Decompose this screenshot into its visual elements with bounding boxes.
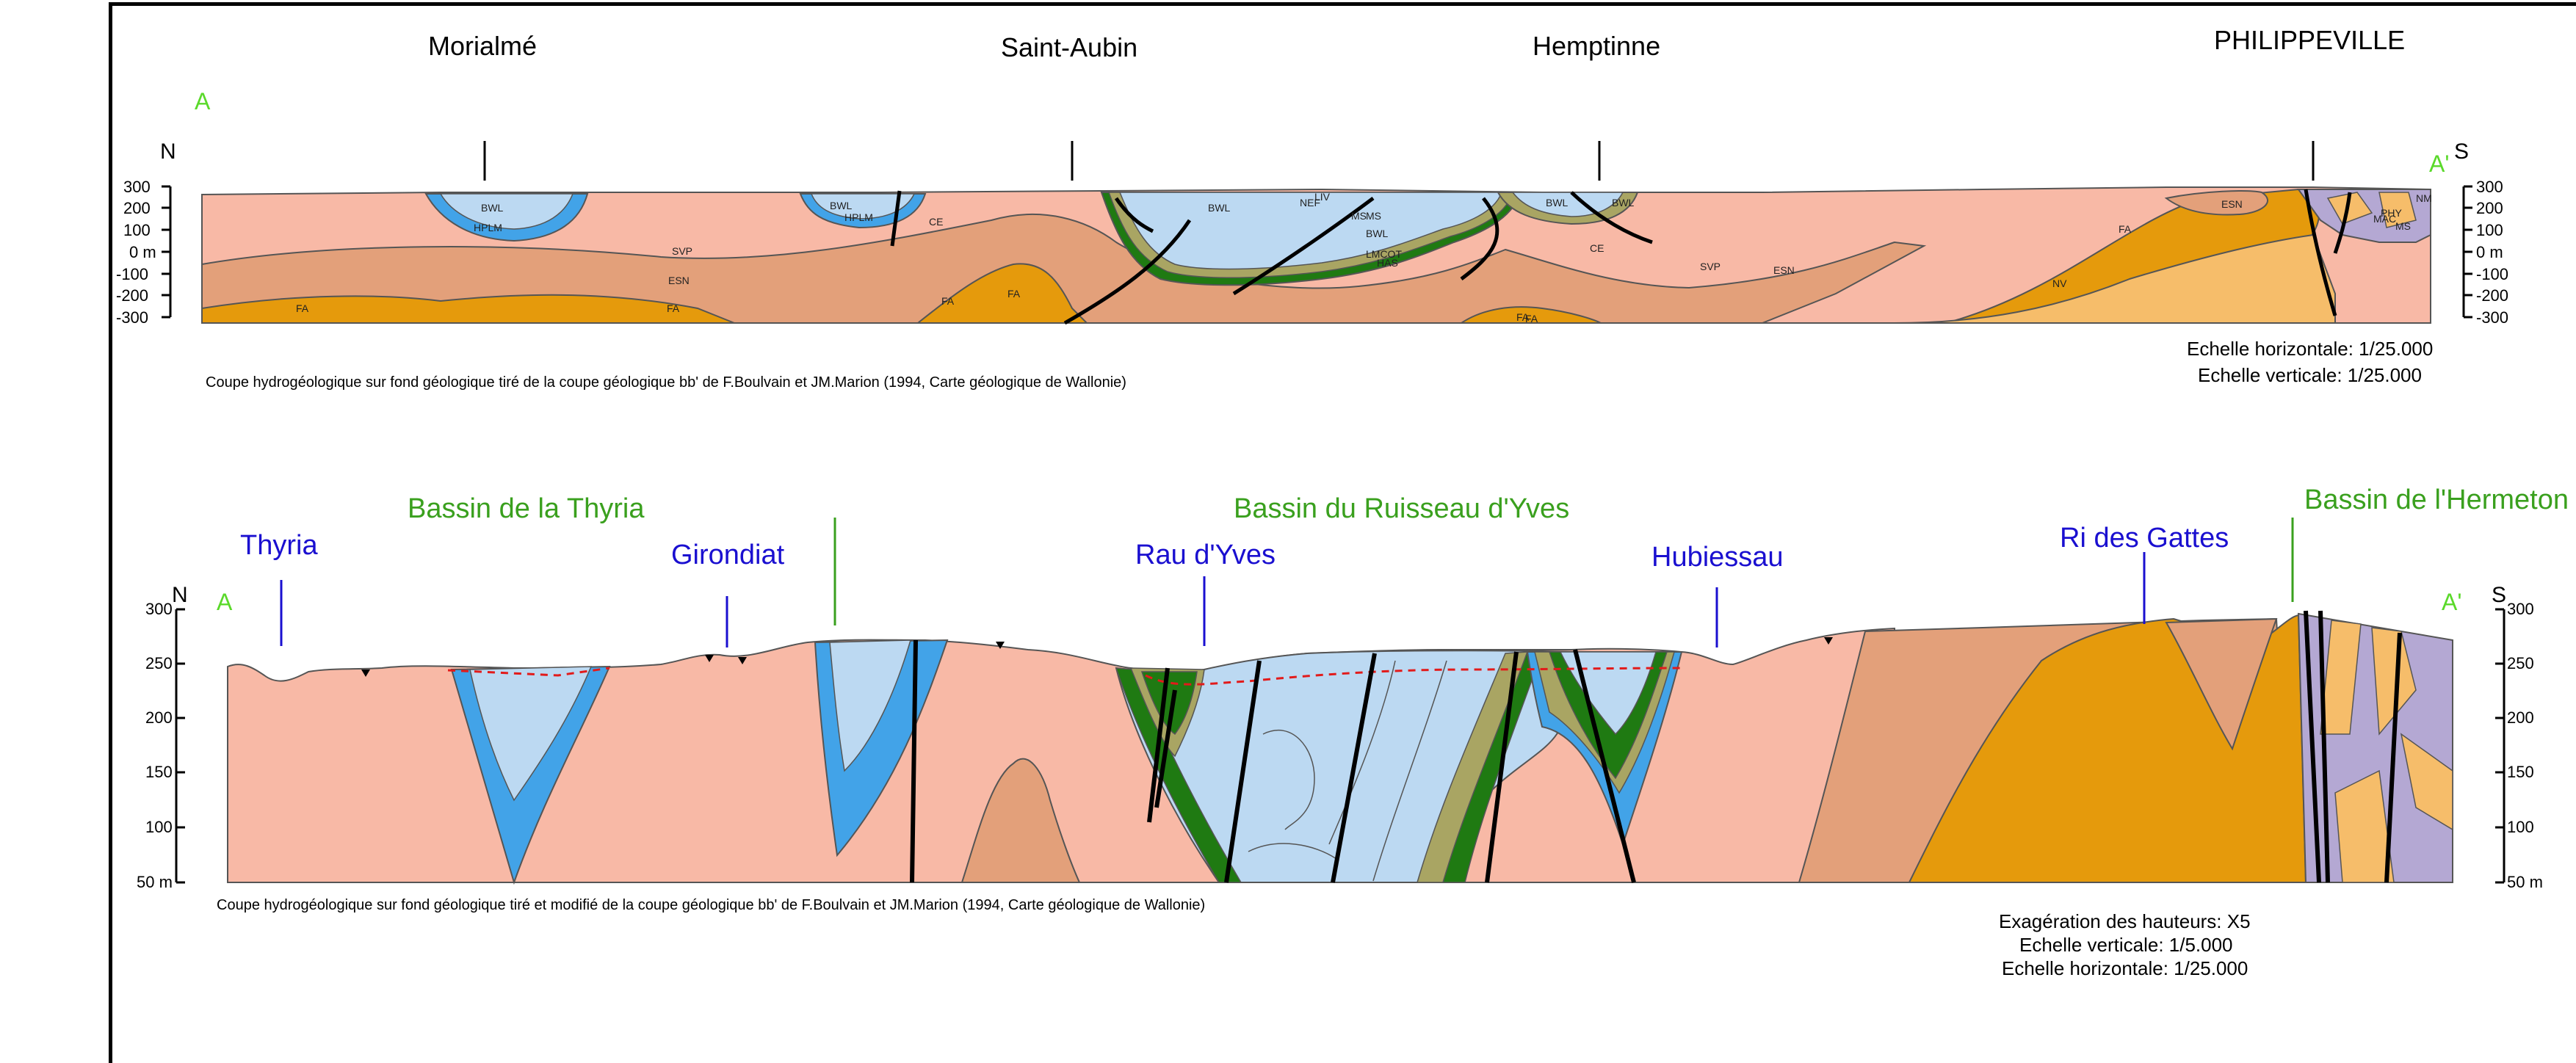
section2-right-tick: 250 (2507, 654, 2534, 673)
unit-label: BWL (1366, 228, 1388, 239)
section1-point-a: A (195, 88, 210, 115)
unit-label: FA (1007, 288, 1020, 300)
unit-label: FA (2119, 223, 2131, 235)
section2-left-tick: 150 (145, 763, 173, 782)
river-label-hubiessau: Hubiessau (1651, 542, 1784, 573)
section1-point-a-prime: A' (2429, 150, 2449, 178)
section1-scale-vertical: Echelle verticale: 1/25.000 (2198, 364, 2422, 387)
unit-label: HPLM (844, 211, 873, 223)
section2-exaggeration: Exagération des hauteurs: X5 (1999, 910, 2251, 933)
section2-left-tick: 100 (145, 818, 173, 837)
unit-label: NV (2052, 277, 2066, 289)
unit-label: CE (1590, 242, 1604, 254)
town-label-saint-aubin: Saint-Aubin (1001, 32, 1137, 63)
section2-south-label: S (2492, 583, 2506, 608)
unit-label: MS (1366, 210, 1381, 222)
unit-label: BWL (1612, 197, 1634, 208)
section1-caption: Coupe hydrogéologique sur fond géologiqu… (206, 374, 1126, 391)
section1-left-tick: -300 (116, 308, 148, 327)
section2-right-tick: 300 (2507, 600, 2534, 619)
section2-point-a-prime: A' (2442, 589, 2461, 616)
section2-left-tick: 250 (145, 654, 173, 673)
section1-south-label: S (2454, 139, 2469, 164)
section1-right-tick: 0 m (2476, 243, 2503, 262)
unit-label: MS (2395, 220, 2411, 232)
section2-right-tick: 150 (2507, 763, 2534, 782)
section1-right-tick: -100 (2476, 265, 2508, 284)
river-label-rau-yves: Rau d'Yves (1135, 540, 1276, 571)
basin-label-ruisseau-yves: Bassin du Ruisseau d'Yves (1234, 493, 1569, 525)
town-label-morialme: Morialmé (428, 31, 537, 62)
section1-scale-horizontal: Echelle horizontale: 1/25.000 (2187, 338, 2433, 360)
unit-label: CE (929, 216, 943, 228)
unit-label: SVP (672, 245, 692, 257)
unit-label: BWL (830, 200, 852, 211)
section2-cross-section (176, 518, 2504, 882)
unit-label: MS (1351, 210, 1367, 222)
section1-right-tick: 200 (2476, 199, 2503, 218)
unit-label: BWL (481, 202, 503, 214)
section1-north-label: N (160, 139, 176, 164)
unit-label: FA (667, 302, 679, 314)
section2-left-tick: 300 (145, 600, 173, 619)
unit-label: FA (296, 302, 308, 314)
unit-label: HPLM (474, 222, 502, 233)
unit-label: FA (1525, 313, 1538, 324)
section1-right-tick: -200 (2476, 286, 2508, 305)
unit-label: LMCOT (1366, 248, 1402, 260)
section1-left-tick: 200 (123, 199, 151, 218)
basin-label-thyria: Bassin de la Thyria (408, 493, 644, 525)
section1-left-tick: 300 (123, 178, 151, 197)
section1-right-tick: 300 (2476, 178, 2503, 197)
unit-label: BWL (1546, 197, 1568, 208)
town-label-hemptinne: Hemptinne (1533, 31, 1660, 62)
section2-caption: Coupe hydrogéologique sur fond géologiqu… (217, 897, 1205, 914)
section2-right-tick: 100 (2507, 818, 2534, 837)
unit-label: SVP (1700, 261, 1721, 272)
section2-point-a: A (217, 589, 232, 616)
river-label-girondiat: Girondiat (671, 540, 784, 571)
unit-label: ESN (668, 275, 690, 286)
section1-right-tick: 100 (2476, 221, 2503, 240)
section2-north-label: N (172, 583, 188, 608)
section1-left-tick: 0 m (129, 243, 156, 262)
unit-label: ESN (2221, 198, 2243, 210)
section1-right-tick: -300 (2476, 308, 2508, 327)
section1-left-tick: -200 (116, 286, 148, 305)
section2-left-tick: 50 m (137, 873, 173, 892)
unit-label: LIV (1314, 191, 1330, 203)
unit-label: MAC (2373, 213, 2396, 225)
unit-label: ESN (1773, 264, 1795, 276)
section2-scale-vertical: Echelle verticale: 1/5.000 (2019, 934, 2233, 957)
unit-label: NM (2416, 192, 2432, 204)
basin-label-hermeton: Bassin de l'Hermeton (2304, 485, 2569, 516)
river-label-ri-des-gattes: Ri des Gattes (2060, 523, 2229, 554)
town-label-philippeville: PHILIPPEVILLE (2214, 25, 2405, 56)
section2-right-tick: 200 (2507, 708, 2534, 728)
section1-town-markers (485, 141, 2313, 181)
section2-left-tick: 200 (145, 708, 173, 728)
section2-right-tick: 50 m (2507, 873, 2543, 892)
section1-left-tick: -100 (116, 265, 148, 284)
unit-label: FA (941, 295, 954, 307)
section1-left-tick: 100 (123, 221, 151, 240)
section2-scale-horizontal: Echelle horizontale: 1/25.000 (2002, 957, 2248, 980)
river-label-thyria: Thyria (240, 530, 318, 562)
unit-label: BWL (1208, 202, 1230, 214)
